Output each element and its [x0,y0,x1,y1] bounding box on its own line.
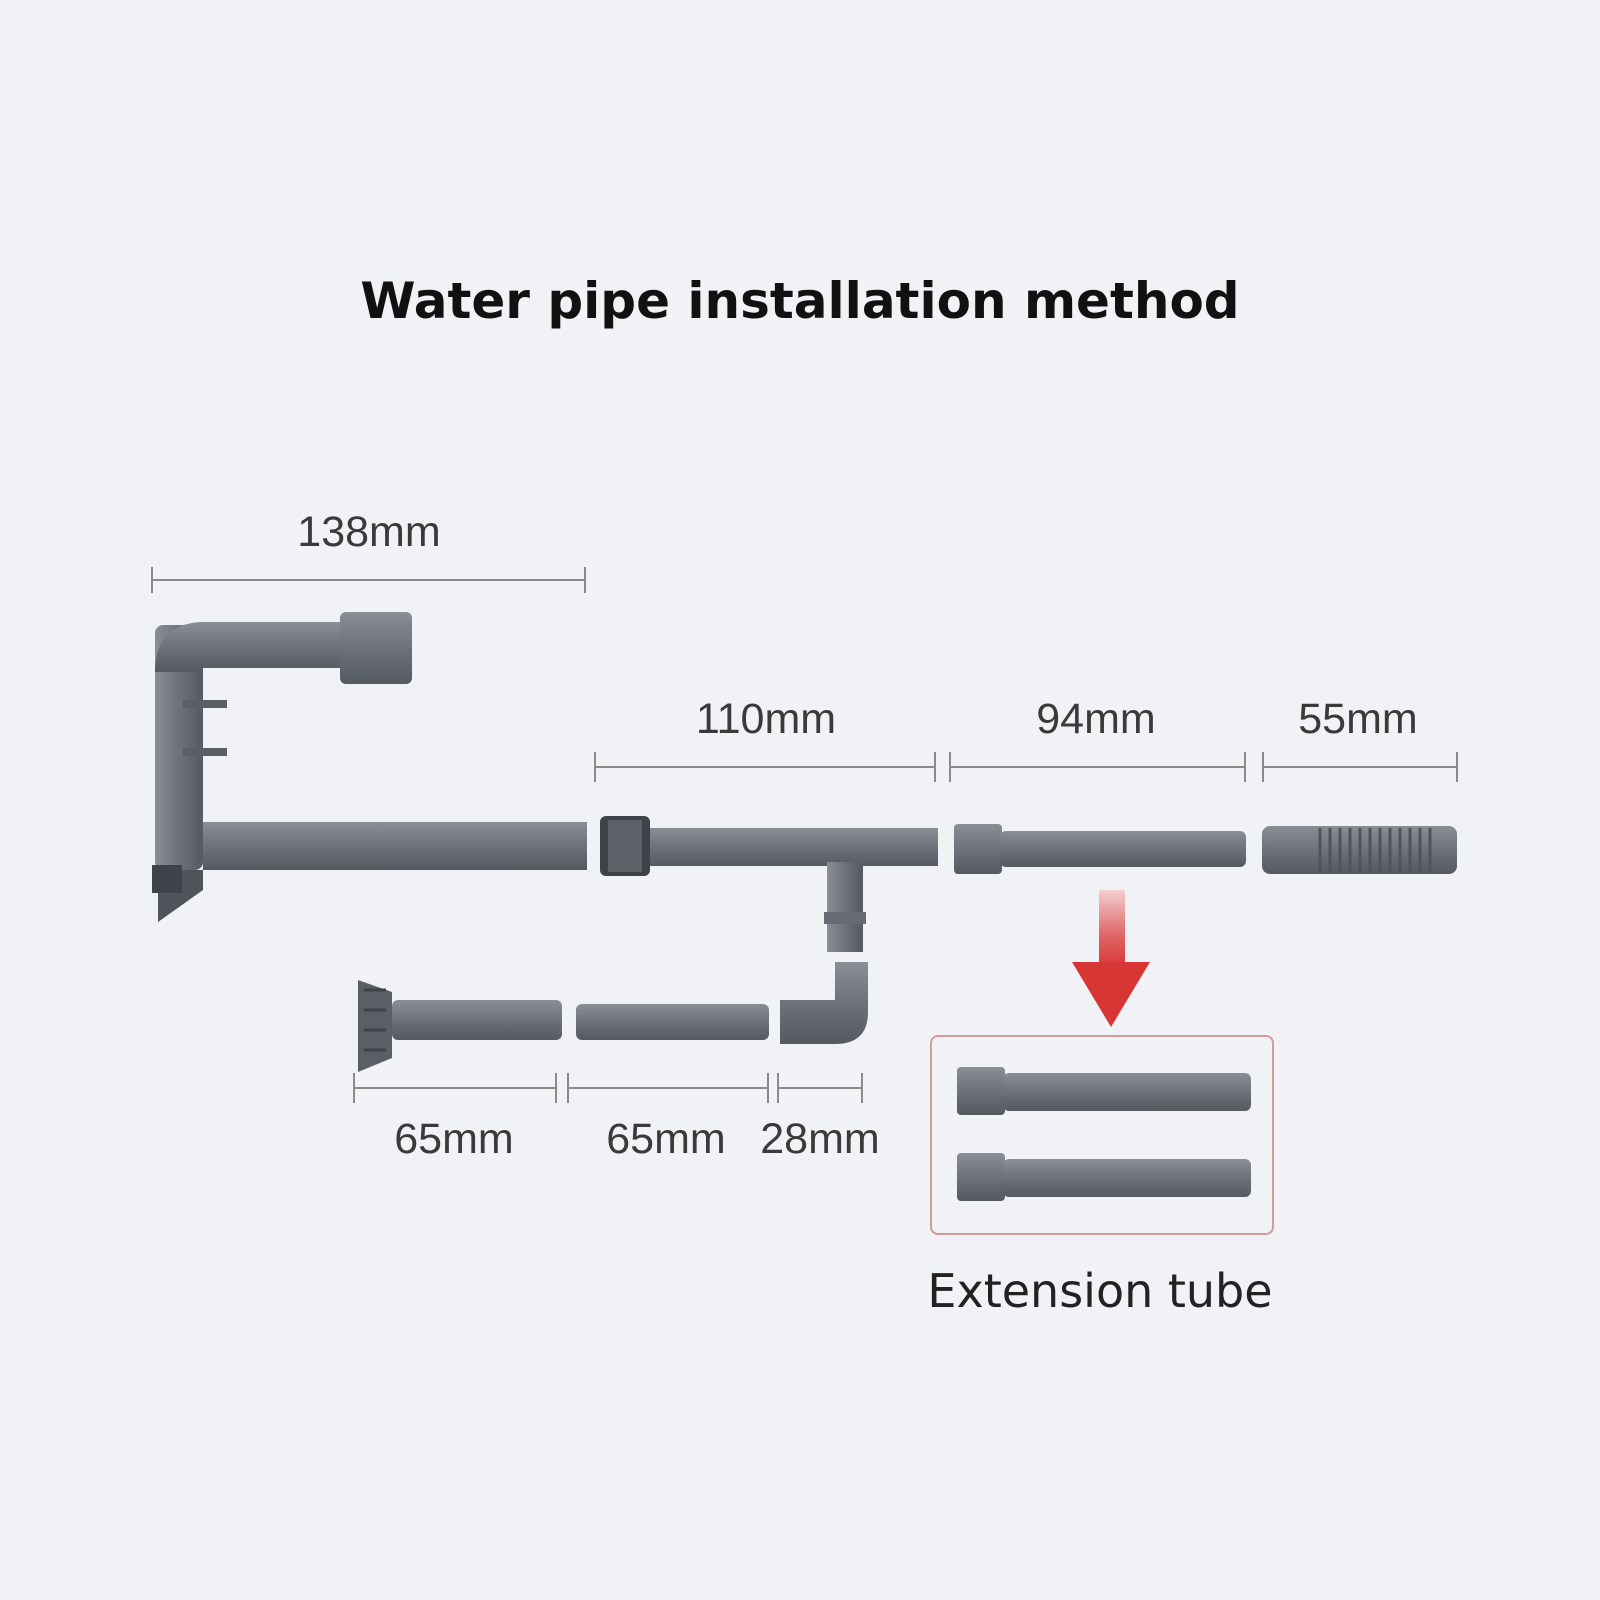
dimension-label-65mm-a: 65mm [394,1115,514,1163]
dimension-label-138mm: 138mm [297,508,441,556]
straight-pipe-65mm [576,1004,769,1040]
straight-pipe-94mm [954,824,1246,874]
elbow-pipe-28mm [780,962,868,1044]
extension-tube-box [930,1035,1274,1235]
dimension-label-65mm-b: 65mm [606,1115,726,1163]
intake-elbow-pipe [152,612,587,922]
tee-pipe [600,816,938,952]
extension-tube-2 [957,1153,1251,1201]
dimension-label-55mm: 55mm [1298,695,1418,743]
nozzle-pipe-65mm [358,980,562,1072]
dimension-label-94mm: 94mm [1036,695,1156,743]
dimension-label-28mm: 28mm [760,1115,880,1163]
page-title: Water pipe installation method [360,272,1240,330]
dimension-lines [151,567,1458,1103]
arrow-down-icon [1072,890,1150,1027]
threaded-pipe-55mm [1262,826,1457,874]
extension-tube-1 [957,1067,1251,1115]
dimension-label-110mm: 110mm [695,695,837,743]
extension-tube-label: Extension tube [927,1264,1273,1318]
